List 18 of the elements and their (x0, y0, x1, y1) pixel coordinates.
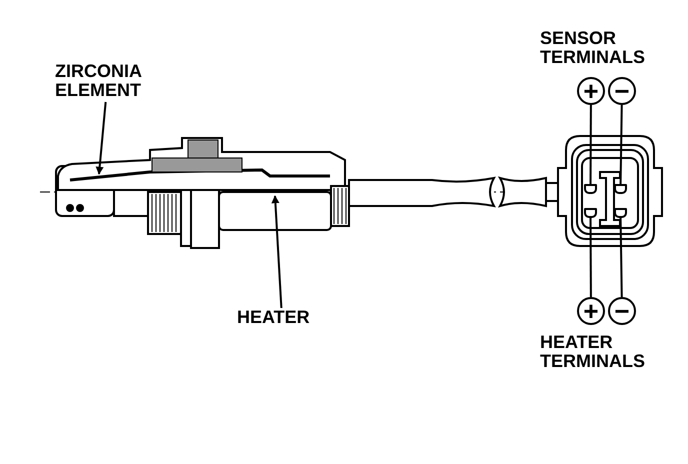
part-label: HEATER (237, 308, 327, 330)
leader-line (590, 105, 592, 184)
terminal-pin (614, 208, 627, 218)
leader-arrow (271, 195, 282, 308)
leader-line (620, 104, 623, 184)
polarity-symbol: + (577, 297, 605, 325)
terminal-pin (614, 184, 627, 194)
polarity-symbol: − (608, 77, 636, 105)
part-label: ZIRCONIA ELEMENT (55, 62, 160, 102)
polarity-symbol: − (608, 297, 636, 325)
terminal-label: SENSOR TERMINALS (540, 29, 646, 67)
polarity-symbol: + (577, 77, 605, 105)
leader-line (590, 218, 592, 297)
leader-line (620, 218, 623, 298)
terminal-label: HEATER TERMINALS (540, 333, 646, 371)
leader-arrow (96, 102, 107, 175)
terminal-pin (584, 184, 597, 194)
terminal-pin (584, 208, 597, 218)
